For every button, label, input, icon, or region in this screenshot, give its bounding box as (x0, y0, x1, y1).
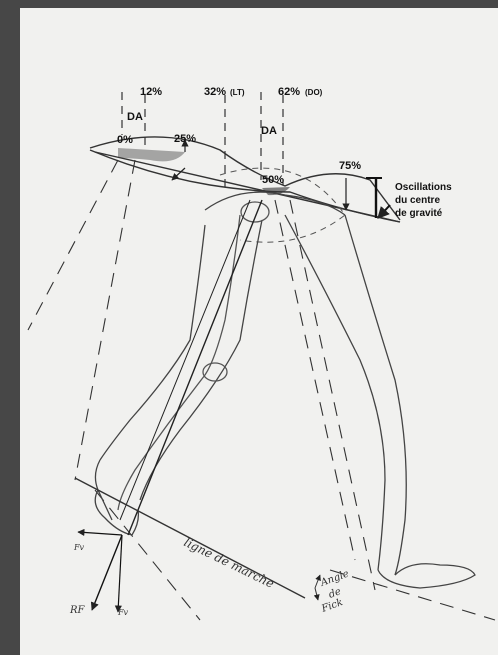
force-line-secondary (120, 200, 250, 520)
projection-line-2 (75, 160, 135, 480)
tibia (118, 375, 205, 510)
vertical-force-fv (118, 535, 122, 612)
projection-line-4 (290, 200, 375, 590)
label-12-percent: 12% (140, 86, 162, 98)
rear-leg-front-edge (285, 215, 385, 570)
label-da-left: DA (127, 111, 143, 123)
projection-line-1 (28, 160, 118, 330)
label-fick: Fick (319, 597, 344, 615)
label-62-percent: 62% (278, 86, 300, 98)
label-75-percent: 75% (339, 160, 361, 172)
angle-arrow (315, 575, 320, 588)
force-line-main (128, 200, 262, 535)
label-ligne-de-marche: ligne de marche (182, 535, 277, 591)
label-rf: RF (69, 605, 86, 616)
label-fv-left: Fv (73, 543, 85, 552)
label-50-percent: 50% (262, 174, 284, 186)
horizontal-force-fv (78, 532, 122, 535)
projection-line-3 (275, 200, 355, 560)
label-do: (DO) (305, 88, 323, 97)
angle-arrow-2 (315, 588, 318, 600)
oscillations-line-3: de gravité (395, 208, 443, 219)
label-32-percent: 32% (204, 86, 226, 98)
label-25-percent: 25% (174, 133, 196, 145)
hip-outline (205, 192, 345, 215)
label-0-percent: 0% (117, 134, 133, 146)
oscillations-line-1: Oscillations (395, 182, 452, 193)
oscillations-line-2: du centre (395, 195, 440, 206)
rear-leg-back-edge (345, 215, 406, 575)
projection-line-5 (95, 490, 200, 620)
label-da-right: DA (261, 125, 277, 137)
ground-reaction-rf (92, 535, 122, 610)
label-lt: (LT) (230, 88, 245, 97)
oscillation-bracket-arrow (378, 205, 390, 218)
rear-foot (378, 564, 475, 588)
label-fv-bottom: Fv (117, 608, 129, 617)
